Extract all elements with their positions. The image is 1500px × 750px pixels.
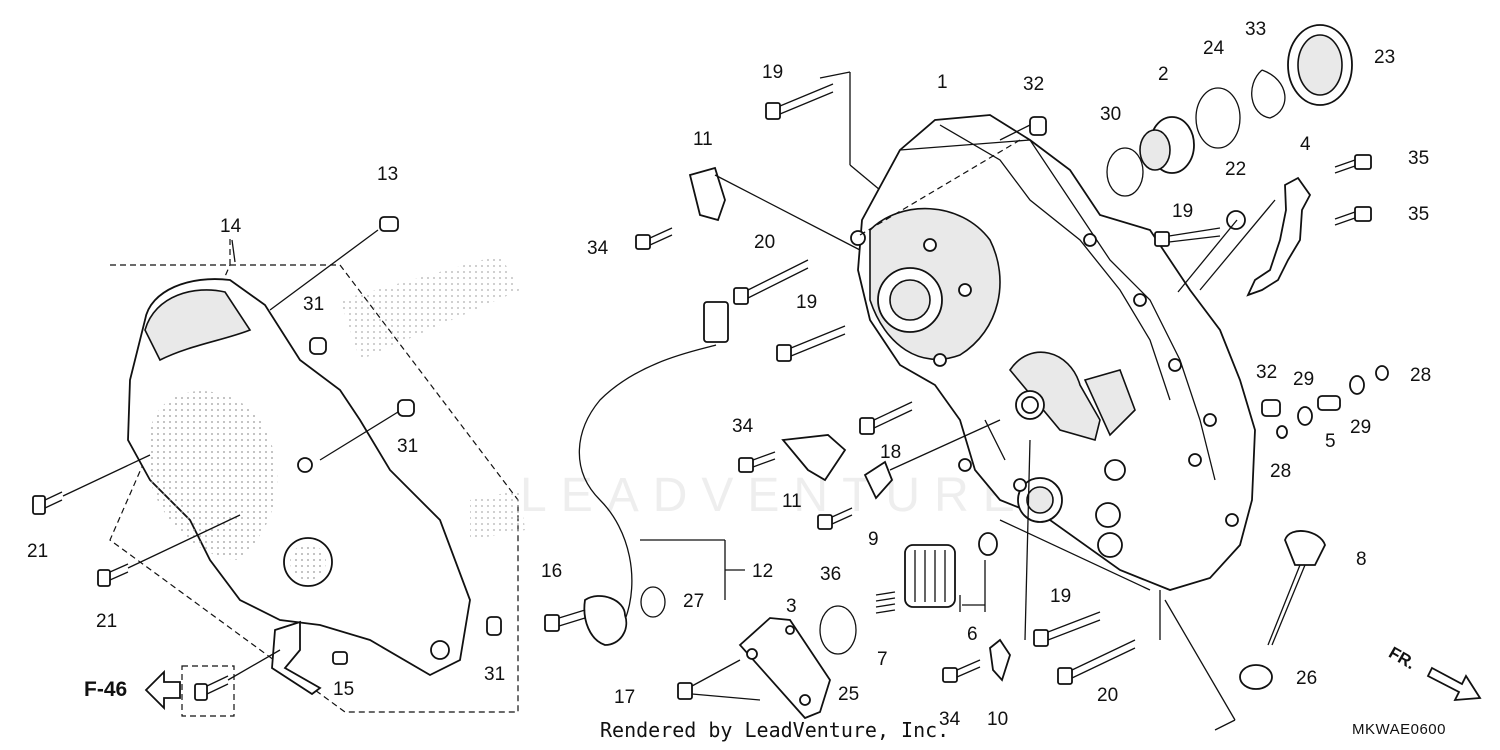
transmission-case [819, 71, 1256, 591]
callout-25: 25 [838, 684, 859, 705]
callout-26: 26 [1296, 668, 1317, 689]
cover-plate [677, 605, 857, 720]
callout-34-top: 34 [587, 238, 609, 259]
center-fasteners [635, 83, 1236, 731]
callout-1: 1 [937, 72, 948, 93]
callout-20-mid: 20 [754, 232, 775, 253]
filter-assembly [875, 532, 998, 614]
dipstick [1239, 530, 1326, 690]
callout-8: 8 [1356, 549, 1367, 570]
callout-35-top: 35 [1408, 148, 1429, 169]
callout-34-bottom: 34 [939, 709, 961, 730]
callout-11-top: 11 [693, 129, 713, 150]
callout-31-mid: 31 [397, 436, 418, 457]
right-upper-parts [999, 24, 1389, 439]
callout-10: 10 [987, 709, 1008, 730]
callout-15: 15 [333, 679, 354, 700]
callout-34-mid: 34 [732, 416, 754, 437]
callout-22: 22 [1225, 159, 1246, 180]
callout-27: 27 [683, 591, 704, 612]
page-reference-label: F-46 [84, 678, 128, 701]
callout-19-top: 19 [762, 62, 783, 83]
callout-21-upper: 21 [27, 541, 48, 562]
watermark: LEADVENTURE [520, 469, 1029, 522]
rendered-by-footer: Rendered by LeadVenture, Inc. [600, 718, 950, 742]
callout-9: 9 [868, 529, 879, 550]
callout-33: 33 [1245, 19, 1266, 40]
callout-13: 13 [377, 164, 398, 185]
callout-32-right: 32 [1256, 362, 1277, 383]
callout-31-top: 31 [303, 294, 324, 315]
callout-12: 12 [752, 561, 773, 582]
front-arrow-icon [1426, 666, 1482, 702]
callout-23: 23 [1374, 47, 1395, 68]
callout-35-bottom: 35 [1408, 204, 1429, 225]
callout-18: 18 [880, 442, 901, 463]
callout-19-lower: 19 [1050, 586, 1071, 607]
callout-2: 2 [1158, 64, 1169, 85]
sensor-harness [544, 301, 745, 646]
callout-20-lower: 20 [1097, 685, 1118, 706]
callout-29-right: 29 [1350, 417, 1371, 438]
callout-19-right: 19 [1172, 201, 1193, 222]
callout-29-left: 29 [1293, 369, 1314, 390]
callout-28-lower: 28 [1270, 461, 1291, 482]
callout-24: 24 [1203, 38, 1225, 59]
diagram-code: MKWAE0600 [1352, 721, 1446, 738]
callout-5: 5 [1325, 431, 1336, 452]
callout-16: 16 [541, 561, 562, 582]
callout-3: 3 [786, 596, 797, 617]
callout-28-right: 28 [1410, 365, 1431, 386]
callout-11-mid: 11 [782, 491, 802, 512]
outer-cover-assembly [109, 235, 525, 713]
callout-14: 14 [220, 216, 242, 237]
callout-21-lower: 21 [96, 611, 117, 632]
callout-6: 6 [967, 624, 978, 645]
callout-32-top: 32 [1023, 74, 1044, 95]
left-fasteners [32, 216, 502, 717]
callout-17: 17 [614, 687, 635, 708]
callout-19-mid: 19 [796, 292, 817, 313]
callout-7: 7 [877, 649, 888, 670]
callout-31-low: 31 [484, 664, 505, 685]
callout-labels: 1 2 3 4 5 6 7 8 9 10 11 11 12 13 14 15 1… [27, 19, 1431, 730]
callout-36: 36 [820, 564, 841, 585]
callout-4: 4 [1300, 134, 1311, 155]
callout-30: 30 [1100, 104, 1121, 125]
